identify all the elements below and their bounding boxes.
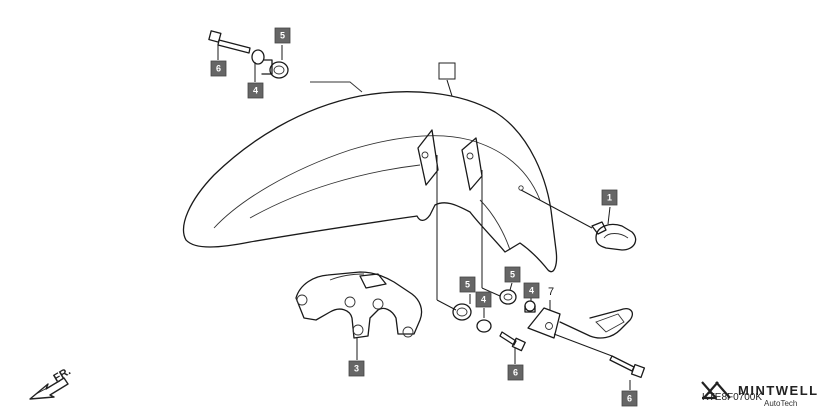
brand-name: MINTWELL <box>738 383 819 398</box>
brand-sub: AutoTech <box>764 399 797 408</box>
svg-text:6: 6 <box>627 394 632 404</box>
grommet-lower-b <box>499 289 517 305</box>
bolt-lower-middle <box>499 331 526 352</box>
svg-text:5: 5 <box>465 280 470 290</box>
svg-text:4: 4 <box>253 86 258 96</box>
bolt-lower-right <box>609 355 646 379</box>
callout-4-top: 4 <box>247 82 264 99</box>
front-fender <box>182 81 558 273</box>
svg-text:4: 4 <box>529 286 534 296</box>
callout-6-top: 6 <box>210 60 227 77</box>
diagram-code: KTE8F0700K <box>702 392 762 403</box>
fender-stay-bracket <box>295 271 423 339</box>
direction-label: FR. <box>52 365 73 384</box>
svg-text:7: 7 <box>548 286 554 298</box>
svg-text:3: 3 <box>354 364 359 374</box>
callout-7: 7 <box>548 286 554 298</box>
callout-main-fender <box>438 62 456 80</box>
grommet-lower-a <box>452 303 472 321</box>
front-direction-arrow: FR. <box>29 365 73 400</box>
grommet-top <box>269 61 289 79</box>
callout-6-lower-middle: 6 <box>507 364 524 381</box>
svg-text:5: 5 <box>280 31 285 41</box>
callout-4-lower-a: 4 <box>475 291 492 308</box>
bolt-top-left <box>208 30 251 54</box>
leader-lines <box>217 44 631 390</box>
callout-6-lower-right: 6 <box>621 390 638 407</box>
svg-text:4: 4 <box>481 295 486 305</box>
collar-top <box>251 49 273 75</box>
svg-text:6: 6 <box>513 368 518 378</box>
callout-5-lower-b: 5 <box>504 266 521 283</box>
grommet-clamp <box>591 221 637 251</box>
callout-5-top: 5 <box>274 27 291 44</box>
collar-lower-a <box>476 319 492 333</box>
callout-3: 3 <box>348 360 365 377</box>
loop-plate <box>527 307 634 339</box>
callout-4-lower-b: 4 <box>523 282 540 299</box>
svg-text:1: 1 <box>607 193 612 203</box>
callout-5-lower-a: 5 <box>459 276 476 293</box>
svg-text:5: 5 <box>510 270 515 280</box>
brand-logo: MINTWELL AutoTech <box>701 381 819 408</box>
callout-1: 1 <box>601 189 618 206</box>
collar-lower-b <box>524 300 536 313</box>
brand-mark-icon <box>701 381 731 400</box>
svg-text:6: 6 <box>216 64 221 74</box>
